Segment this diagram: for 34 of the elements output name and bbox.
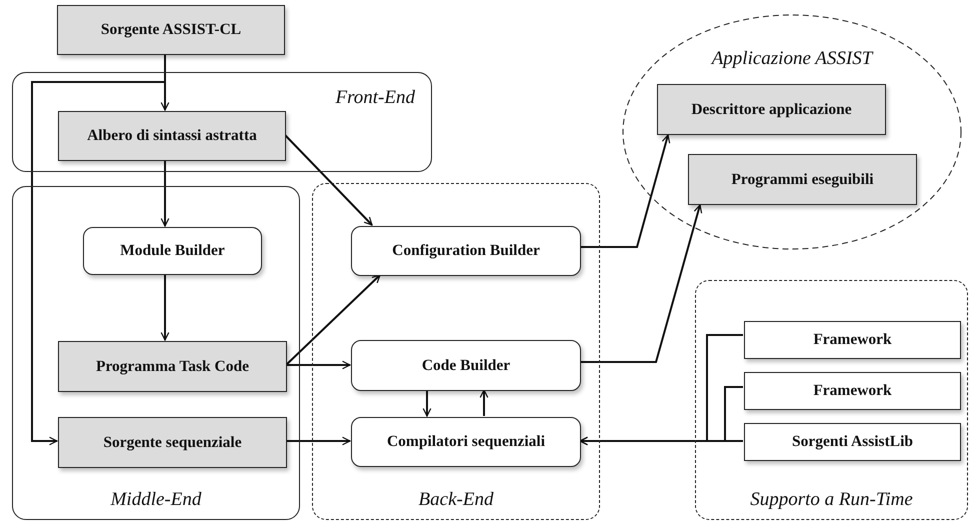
arrow bbox=[284, 134, 373, 226]
group-title: Applicazione ASSIST bbox=[712, 48, 872, 70]
arrow bbox=[580, 204, 702, 363]
process-box: Albero di sintassi astratta bbox=[58, 111, 286, 161]
arrow bbox=[286, 436, 351, 446]
process-box: Framework bbox=[744, 321, 961, 359]
process-box: Sorgente sequenziale bbox=[58, 417, 287, 468]
arrow bbox=[480, 389, 488, 416]
process-box: Sorgenti AssistLib bbox=[744, 423, 961, 461]
group-frame bbox=[12, 72, 432, 172]
rounded-box: Compilatori sequenziali bbox=[351, 417, 581, 467]
rounded-box: Code Builder bbox=[351, 340, 581, 391]
arrow bbox=[285, 274, 381, 366]
arrow bbox=[160, 160, 170, 227]
group-title: Front-End bbox=[335, 87, 415, 109]
dashed-ellipse-group bbox=[622, 14, 962, 250]
arrow bbox=[580, 134, 670, 248]
group-title: Supporto a Run-Time bbox=[750, 489, 913, 511]
arrow bbox=[160, 274, 170, 341]
arrow bbox=[422, 390, 432, 417]
process-box: Programma Task Code bbox=[58, 341, 287, 392]
rounded-box: Configuration Builder bbox=[351, 226, 581, 276]
dashed-group-frame bbox=[312, 183, 600, 520]
group-title: Middle-End bbox=[110, 489, 202, 511]
group-title: Back-End bbox=[418, 489, 494, 511]
process-box: Sorgente ASSIST-CL bbox=[57, 5, 285, 55]
arrow bbox=[286, 360, 351, 370]
process-box: Programmi eseguibili bbox=[688, 154, 917, 205]
dashed-group-frame bbox=[695, 280, 968, 520]
group-frame bbox=[12, 186, 300, 520]
rounded-box: Module Builder bbox=[83, 227, 262, 275]
process-box: Framework bbox=[744, 372, 961, 410]
process-box: Descrittore applicazione bbox=[657, 84, 886, 135]
arrow bbox=[579, 386, 743, 446]
